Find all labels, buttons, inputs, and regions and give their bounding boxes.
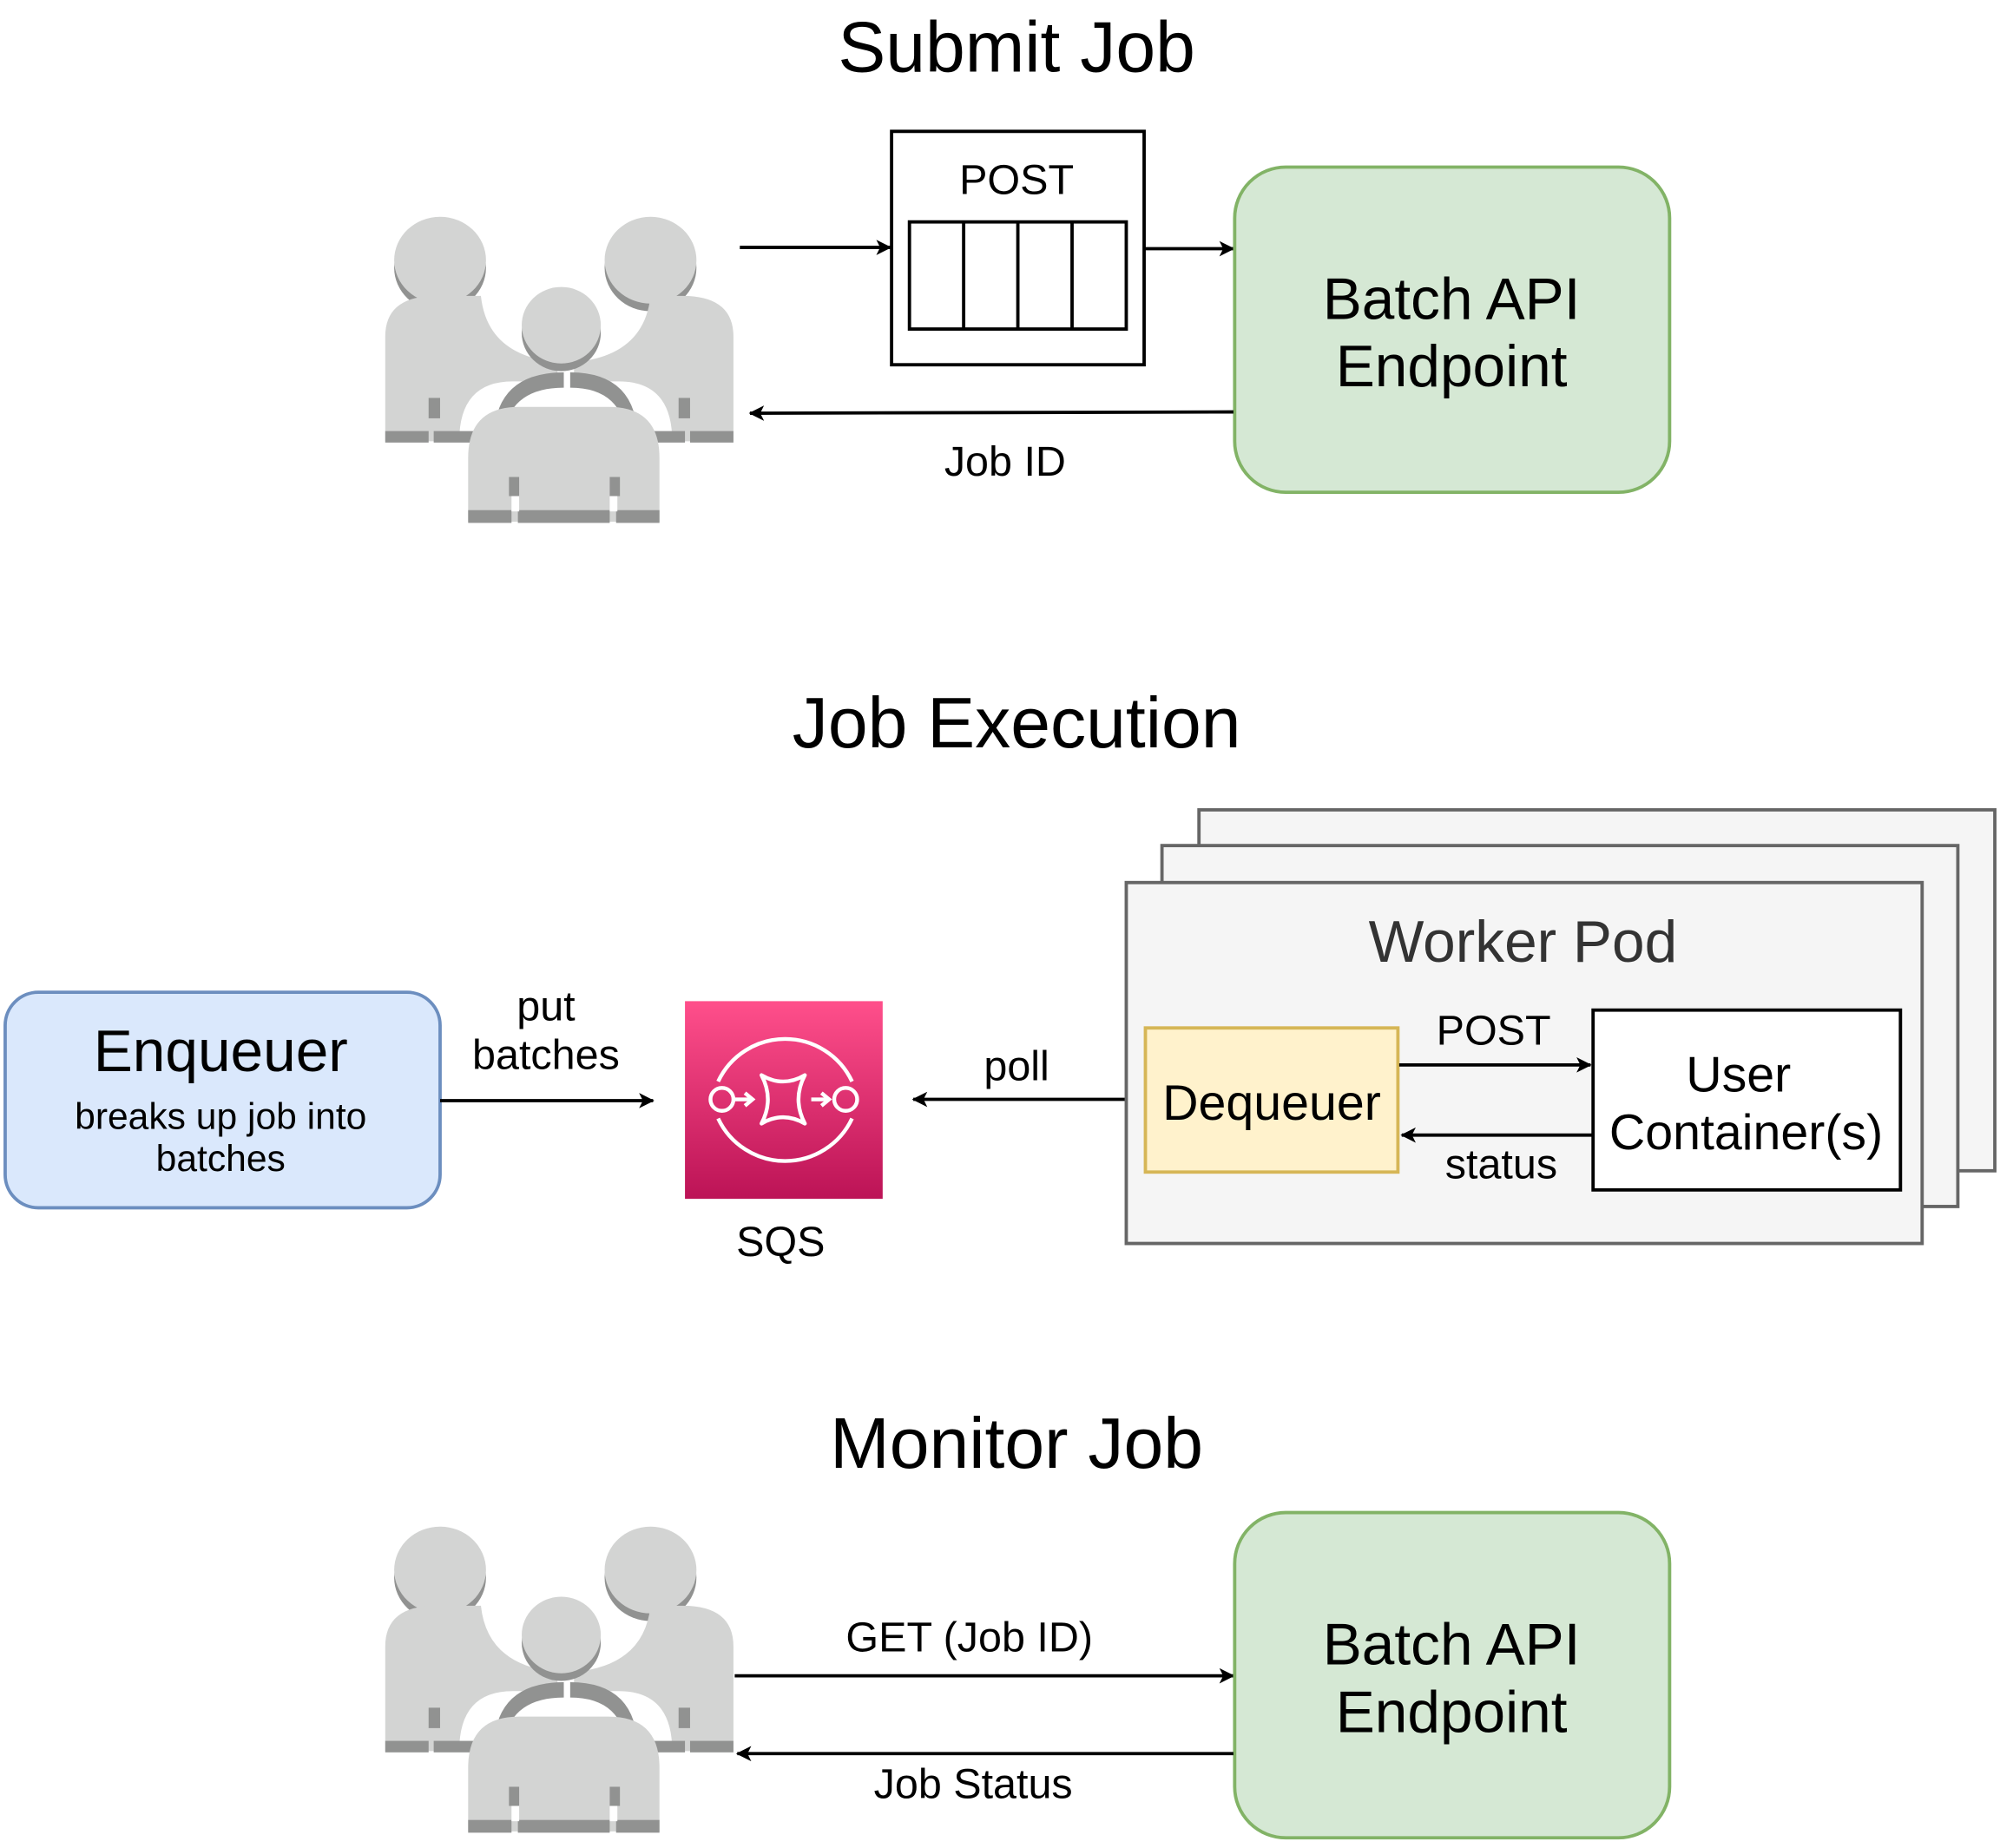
job-status-label: Job Status	[874, 1761, 1073, 1808]
get-job-id-label: GET (Job ID)	[845, 1615, 1093, 1661]
batch-api-endpoint-monitor: Batch API Endpoint	[1233, 1510, 1672, 1840]
enqueuer-title: Enqueuer	[94, 1019, 348, 1084]
aws-sqs-icon	[685, 1001, 883, 1200]
svg-text:User: User	[1686, 1048, 1791, 1103]
svg-text:Endpoint: Endpoint	[1336, 334, 1568, 399]
users-group-icon	[385, 216, 734, 523]
svg-text:Container(s): Container(s)	[1609, 1105, 1883, 1161]
section-title-monitor: Monitor Job	[830, 1404, 1203, 1483]
users-group-icon-monitor	[385, 1526, 734, 1833]
svg-text:Batch API: Batch API	[1323, 1612, 1581, 1677]
post-inner-label: POST	[1437, 1007, 1551, 1054]
svg-text:batches: batches	[472, 1031, 620, 1078]
job-id-label: Job ID	[944, 438, 1066, 485]
svg-text:batches: batches	[156, 1138, 286, 1180]
status-label: status	[1445, 1141, 1557, 1188]
svg-text:put: put	[516, 983, 576, 1029]
svg-text:Endpoint: Endpoint	[1336, 1680, 1568, 1745]
worker-pod-title: Worker Pod	[1369, 910, 1678, 975]
poll-label: poll	[984, 1042, 1049, 1089]
user-container-box: User Container(s)	[1591, 1008, 1903, 1192]
enqueuer-box: Enqueuer breaks up job into batches	[3, 990, 442, 1210]
post-label: POST	[959, 156, 1074, 203]
section-title-execution: Job Execution	[793, 684, 1241, 763]
post-request-box: POST	[890, 129, 1146, 367]
svg-text:Batch API: Batch API	[1323, 266, 1581, 332]
svg-text:breaks up job into: breaks up job into	[75, 1095, 366, 1137]
batch-api-endpoint-submit: Batch API Endpoint	[1233, 165, 1672, 495]
svg-text:Dequeuer: Dequeuer	[1162, 1075, 1381, 1131]
dequeuer-box: Dequeuer	[1143, 1026, 1400, 1174]
arrow-endpoint-to-users	[748, 405, 1234, 421]
section-title-submit: Submit Job	[838, 8, 1195, 87]
sqs-label: SQS	[736, 1219, 825, 1266]
